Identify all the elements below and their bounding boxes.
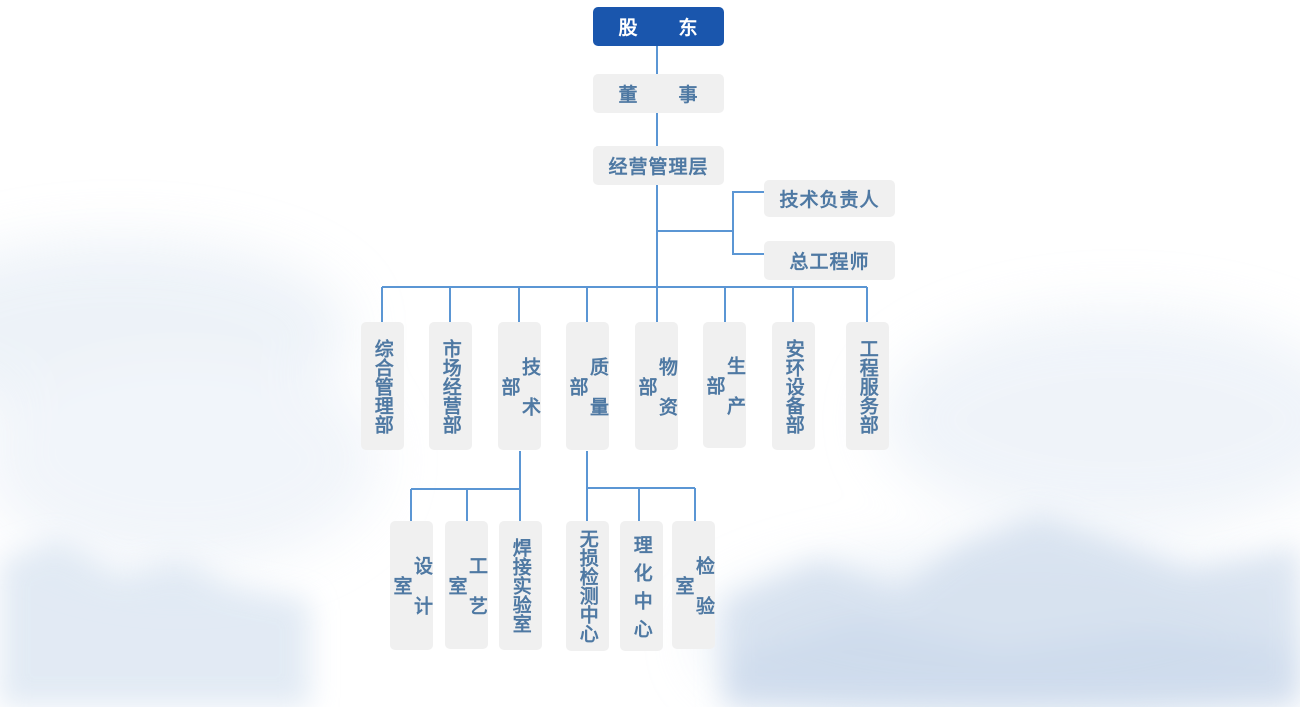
dept-production: 生产部 xyxy=(703,322,746,448)
node-technical-lead: 技术负责人 xyxy=(764,180,895,217)
dept-materials: 物资部 xyxy=(635,322,678,450)
dept-safety-equipment: 安环设备部 xyxy=(772,322,815,450)
room-design: 设计室 xyxy=(390,521,433,650)
room-ndt-center: 无损检测中心 xyxy=(566,521,609,651)
room-physchem-center: 理化中心 xyxy=(620,521,663,651)
dept-quality: 质量部 xyxy=(566,322,609,450)
room-welding-lab: 焊接实验室 xyxy=(499,521,542,650)
node-shareholders: 股 东 xyxy=(593,7,724,46)
room-inspection: 检验室 xyxy=(672,521,715,649)
room-process: 工艺室 xyxy=(445,521,488,649)
dept-technology: 技术部 xyxy=(498,322,541,450)
node-board: 董 事 xyxy=(593,74,724,113)
dept-general-management: 综合管理部 xyxy=(361,322,404,450)
node-chief-engineer: 总工程师 xyxy=(764,241,895,280)
dept-marketing: 市场经营部 xyxy=(429,322,472,450)
node-management: 经营管理层 xyxy=(593,146,724,185)
dept-engineering-service: 工程服务部 xyxy=(846,322,889,450)
